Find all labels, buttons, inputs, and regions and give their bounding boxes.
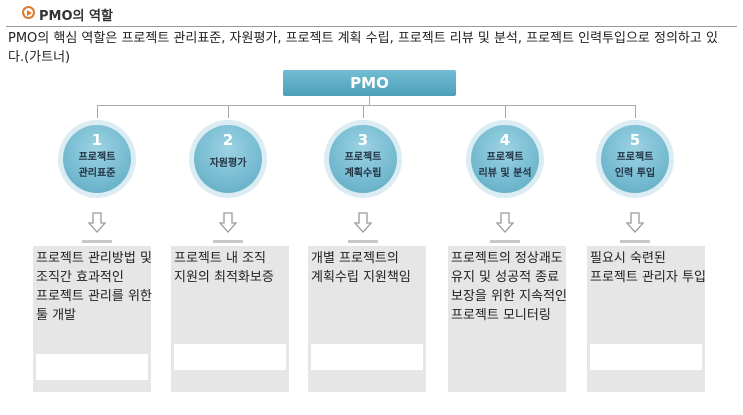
role-circle-4: 4 프로젝트 리뷰 및 분석	[466, 120, 544, 198]
connector-drop-5	[635, 105, 636, 118]
card-footer	[311, 344, 423, 370]
divider-tick	[620, 240, 650, 243]
role-description: 프로젝트 내 조직 지원의 최적화보증	[174, 251, 274, 285]
down-arrow-icon	[626, 212, 644, 233]
role-circle-2: 2 자원평가	[189, 120, 267, 198]
card-footer	[36, 354, 148, 380]
role-label-line2: 리뷰 및 분석	[478, 168, 532, 179]
connector-drop-2	[228, 105, 229, 118]
connector-drop-1	[97, 105, 98, 118]
card-footer	[174, 344, 286, 370]
down-arrow-icon	[496, 212, 514, 233]
role-card-1: 프로젝트 관리방법 및 조직간 효과적인 프로젝트 관리를 위한 툴 개발	[33, 246, 152, 392]
role-label-line1: 프로젝트	[486, 152, 524, 163]
role-description: 개별 프로젝트의 계획수립 지원책임	[311, 251, 411, 285]
role-description: 필요시 숙련된 프로젝트 관리자 투입	[590, 251, 706, 285]
connector-main	[369, 96, 370, 105]
role-card-4: 프로젝트의 정상괘도 유지 및 성공적 종료 보장을 위한 지속적인 프로젝트 …	[448, 246, 567, 392]
section-header: PMO의 역할	[6, 4, 737, 27]
role-label-line2: 계획수립	[344, 168, 382, 179]
down-arrow-icon	[354, 212, 372, 233]
pmo-root-box: PMO	[283, 70, 456, 96]
down-arrow-icon	[219, 212, 237, 233]
role-circle-1: 1 프로젝트 관리표준	[58, 120, 136, 198]
role-number: 1	[91, 131, 103, 149]
role-card-2: 프로젝트 내 조직 지원의 최적화보증	[171, 246, 289, 392]
role-label-line1: 프로젝트	[616, 152, 654, 163]
connector-horizontal	[97, 105, 635, 106]
role-circle-5: 5 프로젝트 인력 투입	[596, 120, 674, 198]
role-label-line1: 자원평가	[209, 158, 247, 169]
role-card-3: 개별 프로젝트의 계획수립 지원책임	[308, 246, 426, 392]
role-label-line1: 프로젝트	[78, 152, 116, 163]
role-label-line2: 관리표준	[78, 168, 116, 179]
intro-text: PMO의 핵심 역할은 프로젝트 관리표준, 자원평가, 프로젝트 계획 수립,…	[8, 31, 718, 65]
connector-drop-4	[505, 105, 506, 118]
role-number: 2	[222, 131, 234, 149]
role-card-5: 필요시 숙련된 프로젝트 관리자 투입	[587, 246, 706, 392]
role-label-line2: 인력 투입	[614, 168, 656, 179]
role-description: 프로젝트 관리방법 및 조직간 효과적인 프로젝트 관리를 위한 툴 개발	[36, 251, 152, 323]
role-number: 5	[629, 131, 641, 149]
role-description: 프로젝트의 정상괘도 유지 및 성공적 종료 보장을 위한 지속적인 프로젝트 …	[451, 251, 567, 323]
role-circle-3: 3 프로젝트 계획수립	[324, 120, 402, 198]
connector-drop-3	[363, 105, 364, 118]
role-label-line1: 프로젝트	[344, 152, 382, 163]
divider-tick	[213, 240, 243, 243]
play-circle-icon	[22, 6, 35, 19]
card-footer	[590, 344, 702, 370]
role-number: 4	[499, 131, 511, 149]
divider-tick	[82, 240, 112, 243]
role-number: 3	[357, 131, 369, 149]
divider-tick	[490, 240, 520, 243]
divider-tick	[348, 240, 378, 243]
section-title: PMO의 역할	[39, 9, 113, 24]
down-arrow-icon	[88, 212, 106, 233]
